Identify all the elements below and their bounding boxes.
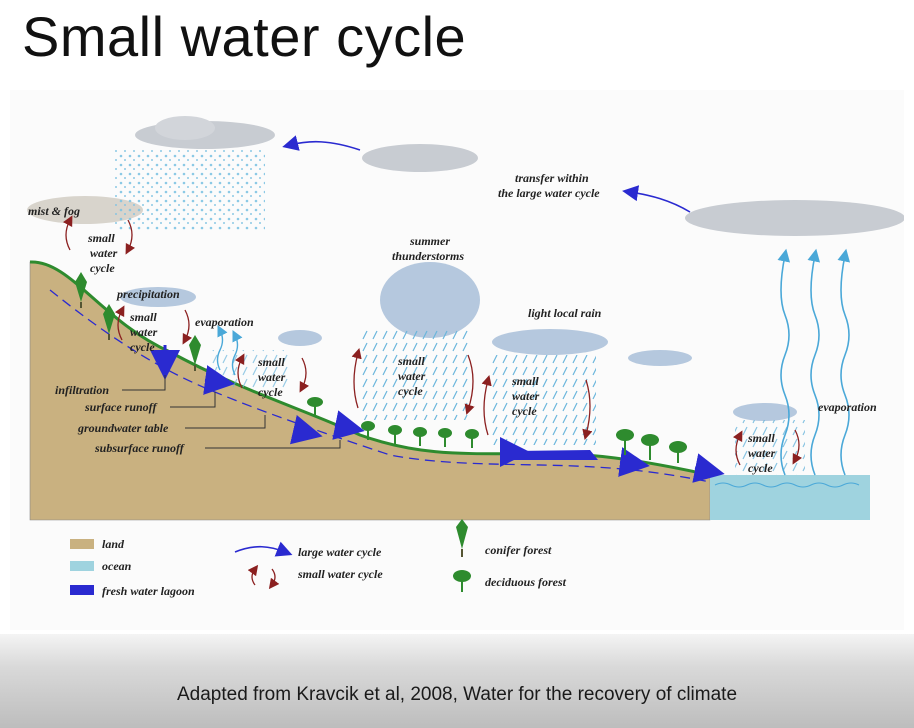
cloud-thunderstorm [380,262,480,338]
large-cycle-arrow-top [282,135,361,151]
cloud-mist [27,196,143,224]
legend-large-cycle-label: large water cycle [298,545,382,559]
ground-label-leaders [122,375,341,449]
legend-deciduous-icon [453,570,471,592]
mist-drops [115,150,265,230]
precipitation-label: precipitation [116,287,180,301]
conifer-trees [75,272,201,371]
legend-small-cycle-label: small water cycle [297,567,383,581]
source-caption: Adapted from Kravcik et al, 2008, Water … [176,684,738,705]
legend-land-label: land [102,537,125,551]
legend-conifer-icon [456,519,468,557]
legend-small-cycle-arrow-up [247,564,259,586]
ocean-waves [714,482,860,488]
subsurface-runoff-arrows [290,415,650,477]
cloud-top-center [362,144,478,172]
ocean-area [710,475,870,520]
slide-title: Small water cycle [22,5,467,68]
cloud-top-right [685,200,904,236]
small-cycle-arrows [62,215,803,466]
cloud-evaporation-left [278,330,322,346]
mist-fog-label: mist & fog [28,204,80,218]
legend-small-cycle-arrow-down [268,568,280,590]
fresh-water-lagoon [510,450,598,460]
cloud-top-left [135,116,275,149]
legend-lagoon-swatch [70,585,94,595]
legend-conifer-label: conifer forest [485,543,552,557]
cloud-precipitation [120,287,196,307]
surface-runoff-arrows [203,365,725,483]
deciduous-trees [307,397,687,463]
cloud-small-right [628,350,692,366]
rain-ocean [735,420,805,475]
rain-thunderstorm [362,330,472,420]
legend-land-swatch [70,539,94,549]
cloud-light-rain [492,329,608,355]
evaporation-right-label: evaporation [818,400,877,414]
rain-light-local [488,355,596,445]
large-cycle-arrow-right [622,185,691,213]
subsurface-runoff-label: subsurface runoff [94,441,185,455]
cloud-ocean [733,403,797,421]
infiltration-label: infiltration [55,383,109,397]
groundwater-table-label: groundwater table [77,421,169,435]
evaporation-left-label: evaporation [195,315,254,329]
legend-ocean-label: ocean [102,559,132,573]
legend-deciduous-label: deciduous forest [485,575,567,589]
legend-lagoon-label: fresh water lagoon [102,584,195,598]
surface-runoff-label: surface runoff [84,400,157,414]
caption-bar [0,634,914,728]
legend-ocean-swatch [70,561,94,571]
legend: land ocean fresh water lagoon large wate… [70,519,567,598]
evaporation-arrows-ocean [777,248,851,476]
legend-large-cycle-arrow [234,541,293,557]
light-local-rain-label: light local rain [528,306,602,320]
